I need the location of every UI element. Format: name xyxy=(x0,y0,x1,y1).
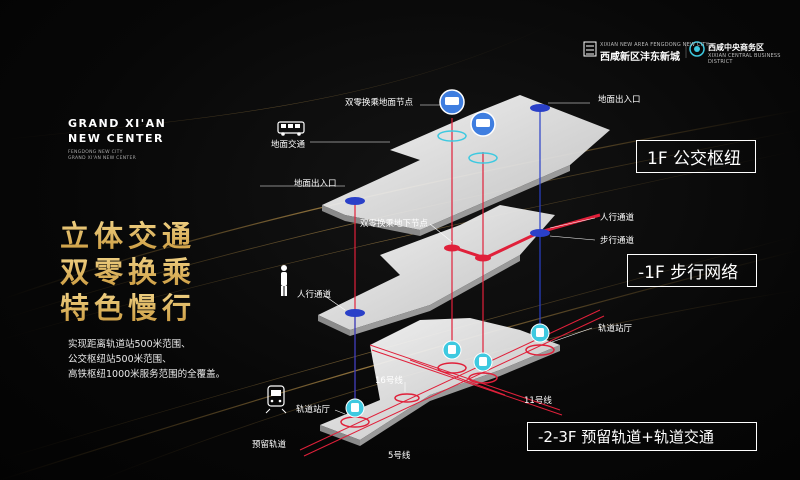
metro-marker-2 xyxy=(442,340,462,360)
description-line-2: 公交枢纽站500米范围、 xyxy=(68,354,172,365)
label-ground-transfer-node: 双零换乘地面节点 xyxy=(345,98,414,108)
bus-icon xyxy=(277,121,305,136)
brand-sub-line1: FENGDONG NEW CITY xyxy=(68,150,123,155)
label-reserved-rail: 预留轨道 xyxy=(252,440,287,450)
metro-marker-3 xyxy=(473,352,493,372)
brand-sub-line2: GRAND XI'AN NEW CENTER xyxy=(68,156,137,161)
brand-title-line1: GRAND XI'AN xyxy=(68,117,167,130)
description-line-3: 高铁枢纽1000米服务范围的全覆盖。 xyxy=(68,369,226,380)
label-walkway-right: 人行通道 xyxy=(600,213,635,223)
bus-marker-1 xyxy=(439,89,465,115)
vertical-connectors xyxy=(354,110,541,405)
person-icon xyxy=(281,265,287,296)
brand-subtitle: FENGDONG NEW CITY GRAND XI'AN NEW CENTER xyxy=(68,150,136,162)
logo-left-name: 西咸新区沣东新城 xyxy=(600,52,680,63)
floor-label-b23: -2-3F 预留轨道+轨道交通 xyxy=(527,422,757,451)
logo-emblem-right xyxy=(689,41,705,57)
brand-title-line2: NEW CENTER xyxy=(68,132,164,145)
label-line16: 16号线 xyxy=(375,376,403,386)
label-line11: 11号线 xyxy=(524,396,552,406)
headline-line-1: 立体交通 xyxy=(60,213,196,255)
label-walkway-right2: 步行通道 xyxy=(600,236,635,246)
logo-right-name: 西咸中央商务区 xyxy=(708,43,764,52)
floor-1f-slab xyxy=(322,95,610,236)
label-rail-hall: 轨道站厅 xyxy=(598,324,633,334)
train-icon xyxy=(265,385,287,414)
label-walkway-left: 人行通道 xyxy=(297,290,332,300)
node-markers xyxy=(340,104,555,428)
bus-marker-2 xyxy=(470,111,496,137)
headline-line-2: 双零换乘 xyxy=(60,249,196,291)
brand-title: GRAND XI'AN NEW CENTER xyxy=(68,116,166,146)
label-rail-hall-left: 轨道站厅 xyxy=(296,405,331,415)
floor-b1-slab xyxy=(318,205,555,336)
label-ground-entrance-left: 地面出入口 xyxy=(294,179,337,189)
label-line5: 5号线 xyxy=(388,451,411,461)
logo-emblem-left xyxy=(583,41,597,57)
label-underground-transfer-node: 双零换乘地下节点 xyxy=(360,219,429,229)
floor-label-1f: 1F 公交枢纽 xyxy=(636,140,756,173)
metro-marker-4 xyxy=(530,323,550,343)
description-line-1: 实现距离轨道站500米范围、 xyxy=(68,339,191,350)
logo-left-sub: XIXIAN NEW AREA FENGDONG NEW CITY xyxy=(600,42,709,48)
metro-marker-1 xyxy=(345,398,365,418)
floor-label-b1: -1F 步行网络 xyxy=(627,254,757,287)
logo-text-right: 西咸中央商务区 XIXIAN CENTRAL BUSINESS DISTRICT xyxy=(708,42,800,65)
label-ground-traffic: 地面交通 xyxy=(271,140,306,150)
headline-line-3: 特色慢行 xyxy=(60,285,196,327)
logo-text-left: XIXIAN NEW AREA FENGDONG NEW CITY 西咸新区沣东… xyxy=(600,42,709,63)
label-ground-entrance-top: 地面出入口 xyxy=(598,95,641,105)
logo-right-sub: XIXIAN CENTRAL BUSINESS DISTRICT xyxy=(708,53,781,65)
leader-lines xyxy=(260,102,596,415)
